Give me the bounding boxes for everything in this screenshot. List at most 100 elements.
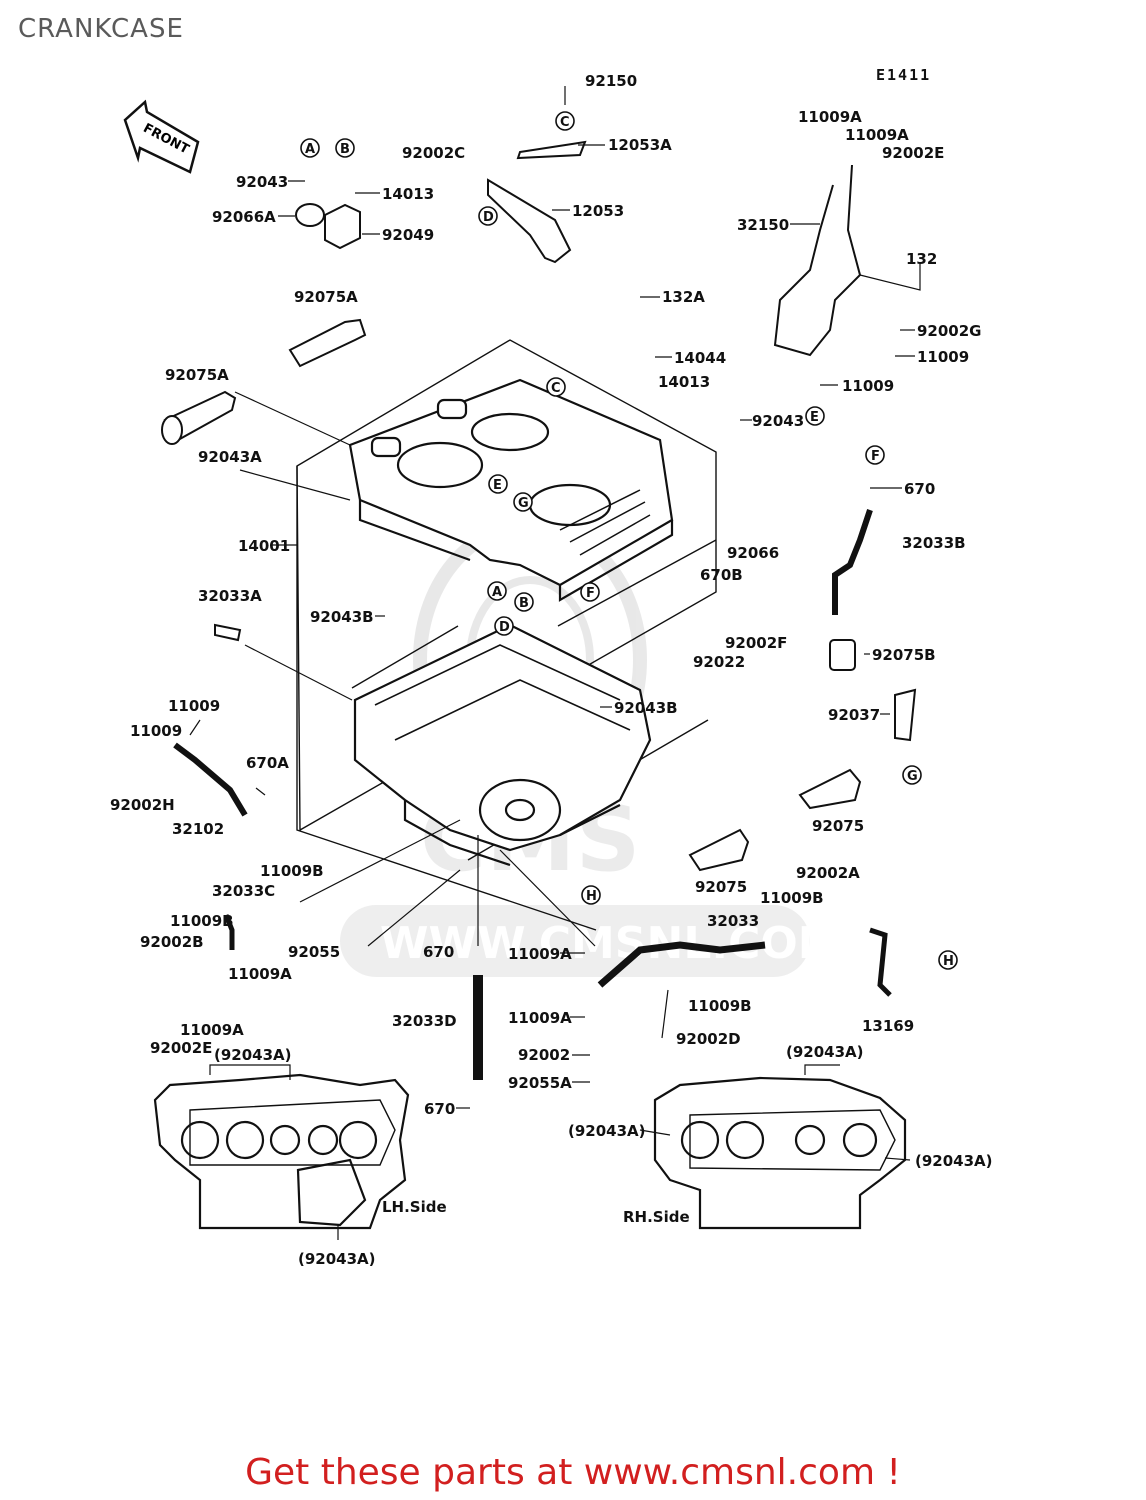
lower-crankcase-half: [353, 623, 652, 867]
part-label: (92043A): [214, 1046, 292, 1064]
part-label: 11009: [917, 348, 969, 366]
part-label: 92002E: [882, 144, 944, 162]
part-label: 92075B: [872, 646, 936, 664]
marker-d-top: D: [478, 206, 498, 226]
upper-crankcase-half: [348, 378, 674, 602]
part-label: 32150: [737, 216, 789, 234]
crankcase-guide-lines: [296, 339, 717, 931]
part-label: 92075A: [165, 366, 229, 384]
part-label: 92043B: [614, 699, 678, 717]
part-label: 32033A: [198, 587, 262, 605]
part-label: 92002: [518, 1046, 570, 1064]
part-label: 11009: [130, 722, 182, 740]
part-label: 32033: [707, 912, 759, 930]
part-label: 92075: [695, 878, 747, 896]
marker-h-right: H: [938, 950, 958, 970]
svg-text:E: E: [493, 478, 502, 493]
part-label: 92002D: [676, 1030, 741, 1048]
marker-e-case: E: [488, 474, 508, 494]
part-label: 92002G: [917, 322, 982, 340]
part-label: 92002B: [140, 933, 204, 951]
page-title: CRANKCASE: [18, 14, 184, 44]
svg-text:A: A: [305, 142, 315, 157]
leader-lines: [189, 86, 921, 1240]
marker-b-top: B: [335, 138, 355, 158]
part-label: 11009B: [170, 912, 234, 930]
part-label: 13169: [862, 1017, 914, 1035]
part-label: 11009A: [798, 108, 862, 126]
part-label: 670: [424, 1100, 455, 1118]
part-label: 32033B: [902, 534, 966, 552]
part-label: 92002E: [150, 1039, 212, 1057]
part-label: 14013: [658, 373, 710, 391]
lh-side-label: LH.Side: [382, 1198, 447, 1216]
svg-text:B: B: [519, 596, 529, 611]
part-label: 11009B: [688, 997, 752, 1015]
svg-text:E: E: [810, 410, 819, 425]
part-label: 11009: [842, 377, 894, 395]
marker-c-case: C: [546, 377, 566, 397]
marker-e-right: E: [805, 406, 825, 426]
part-label: 12053: [572, 202, 624, 220]
part-label: (92043A): [786, 1043, 864, 1061]
part-label: 11009A: [228, 965, 292, 983]
part-label: 92049: [382, 226, 434, 244]
part-label: 11009: [168, 697, 220, 715]
footer-promo-text[interactable]: Get these parts at www.cmsnl.com !: [245, 1452, 901, 1493]
part-label: 92055: [288, 943, 340, 961]
svg-text:C: C: [551, 381, 561, 396]
part-label: 11009A: [508, 1009, 572, 1027]
small-parts: [161, 140, 917, 1080]
part-label: 92002A: [796, 864, 860, 882]
part-label: 92043A: [198, 448, 262, 466]
part-label: 670B: [700, 566, 743, 584]
figure-code: E1411: [876, 66, 932, 84]
part-label: 11009B: [760, 889, 824, 907]
part-label: 92002F: [725, 634, 787, 652]
part-label: 92075A: [294, 288, 358, 306]
front-arrow-icon: FRONT: [123, 99, 200, 174]
part-label: 92066: [727, 544, 779, 562]
part-label: 92150: [585, 72, 637, 90]
part-label: 92002C: [402, 144, 465, 162]
svg-text:G: G: [518, 496, 529, 511]
part-label: 132: [906, 250, 937, 268]
marker-d-case: D: [494, 616, 514, 636]
marker-g-right: G: [902, 765, 922, 785]
part-label: 92055A: [508, 1074, 572, 1092]
part-labels: 92150 92002C 12053A 12053 92043 14013 92…: [110, 72, 993, 1268]
svg-text:H: H: [586, 889, 597, 904]
part-label: (92043A): [568, 1122, 646, 1140]
part-label: 11009A: [508, 945, 572, 963]
part-label: 12053A: [608, 136, 672, 154]
part-label: 92002H: [110, 796, 175, 814]
lh-side-view: [153, 1073, 410, 1230]
part-label: 11009A: [180, 1021, 244, 1039]
part-label: 92043B: [310, 608, 374, 626]
reference-markers: A B C D E F G H C E G A B F D H: [300, 111, 958, 970]
part-label: 670: [423, 943, 454, 961]
svg-text:A: A: [492, 585, 502, 600]
part-label: 14013: [382, 185, 434, 203]
part-label: 670A: [246, 754, 289, 772]
svg-text:B: B: [340, 142, 350, 157]
part-label: 92043: [752, 412, 804, 430]
svg-text:G: G: [907, 769, 918, 784]
part-label: 32033D: [392, 1012, 457, 1030]
part-label: 92075: [812, 817, 864, 835]
marker-b-case: B: [514, 592, 534, 612]
part-label: 32102: [172, 820, 224, 838]
marker-f-case: F: [580, 582, 600, 602]
marker-a-top: A: [300, 138, 320, 158]
part-label: (92043A): [915, 1152, 993, 1170]
part-label: 670: [904, 480, 935, 498]
part-label: 14001: [238, 537, 290, 555]
marker-a-case: A: [487, 581, 507, 601]
svg-text:F: F: [871, 449, 880, 464]
marker-h-case: H: [581, 885, 601, 905]
part-label: 11009B: [260, 862, 324, 880]
part-label: 14044: [674, 349, 726, 367]
part-label: 92066A: [212, 208, 276, 226]
part-label: (92043A): [298, 1250, 376, 1268]
